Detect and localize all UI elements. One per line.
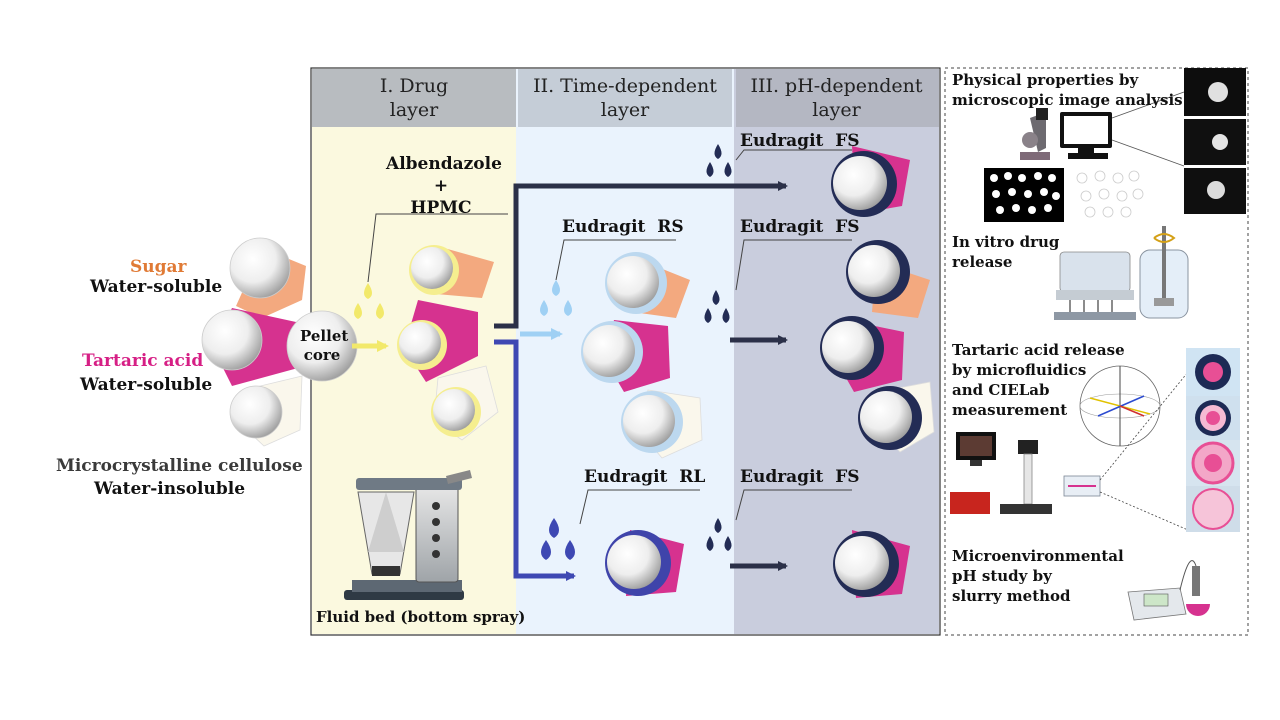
tartaric-release-label: Tartaric acid release by microfluidics a… [952,341,1125,419]
rs-leader-line [555,239,676,281]
yellow-drops [354,283,384,319]
fluid-bed-apparatus [344,470,472,600]
tartaric-solubility: Water-soluble [80,375,213,395]
drug-coated-pellets [397,245,499,441]
fs-pellet-bottom [833,530,910,598]
fluid-bed-label: Fluid bed (bottom spray) [316,608,526,626]
tartaric-core-sphere [201,309,263,371]
microfluidic-setup-icon [950,432,1101,514]
fs-leader-top [735,149,852,161]
ph-layer-title: III. pH-dependent layer [750,75,923,121]
dark-drops-middle [704,290,730,323]
fs-leader-middle [735,239,852,291]
branch-line-bottom [494,339,576,581]
mcc-solubility: Water-insoluble [94,479,246,499]
in-vitro-release-label: In vitro drug release [952,233,1060,271]
pellet-core-label: Pellet core [300,327,349,364]
time-header-bar [518,69,732,127]
binary-image-outline [1076,170,1144,218]
dissolution-vessel-icon [1139,226,1189,319]
sugar-piece [229,237,306,318]
sugar-label: Sugar [130,257,187,277]
time-layer-title: II. Time-dependent layer [533,75,717,121]
eudragit-fs-label-bottom: Eudragit FS [740,467,860,487]
computer-monitor-icon [1060,112,1112,159]
eudragit-fs-label-middle: Eudragit FS [740,217,860,237]
mcc-piece [229,375,303,447]
rl-leader-line [579,489,700,525]
fs-leader-bottom [735,489,852,521]
light-blue-drops [540,280,572,316]
tartaric-piece [201,308,298,386]
fs-pellets-middle [820,240,935,453]
tartaric-release-sequence [1186,348,1240,532]
eudragit-fs-label-top: Eudragit FS [740,131,860,151]
connector-line-1 [1111,91,1185,119]
eudragit-rl-label: Eudragit RL [584,467,706,487]
eudragit-rs-label: Eudragit RS [562,217,684,237]
ph-meter-icon [1127,560,1210,621]
rl-coated-pellet [605,530,684,596]
branch-line-top [494,181,788,329]
microenvironmental-ph-label: Microenvironmental pH study by slurry me… [952,547,1124,605]
drug-header-bar [312,69,516,127]
connector-line-2 [1111,139,1185,167]
cielab-sphere-icon [1079,365,1161,447]
coating-leader-line [367,213,508,283]
drug-coating-label: Albendazole + HPMC [386,154,502,218]
microscope-icon [1020,108,1050,160]
tartaric-label: Tartaric acid [82,351,204,371]
blue-drops [541,518,575,560]
dark-drops-top [706,144,732,177]
sugar-core-sphere [229,237,291,299]
dotted-line-1 [1099,371,1189,481]
rs-coated-pellets [581,252,703,459]
physical-properties-label: Physical properties by microscopic image… [952,71,1183,109]
mcc-core-sphere [229,385,283,439]
dissolution-apparatus-icon [1054,251,1136,320]
drug-layer-title: I. Drug layer [379,75,449,121]
fs-pellet-top [831,146,910,217]
sugar-solubility: Water-soluble [90,277,223,297]
micrograph-images [1184,68,1246,214]
ph-header-bar [736,69,939,127]
mcc-label: Microcrystalline cellulose [56,456,303,476]
binary-image-dark [984,168,1064,222]
dark-drops-bottom [706,518,732,551]
